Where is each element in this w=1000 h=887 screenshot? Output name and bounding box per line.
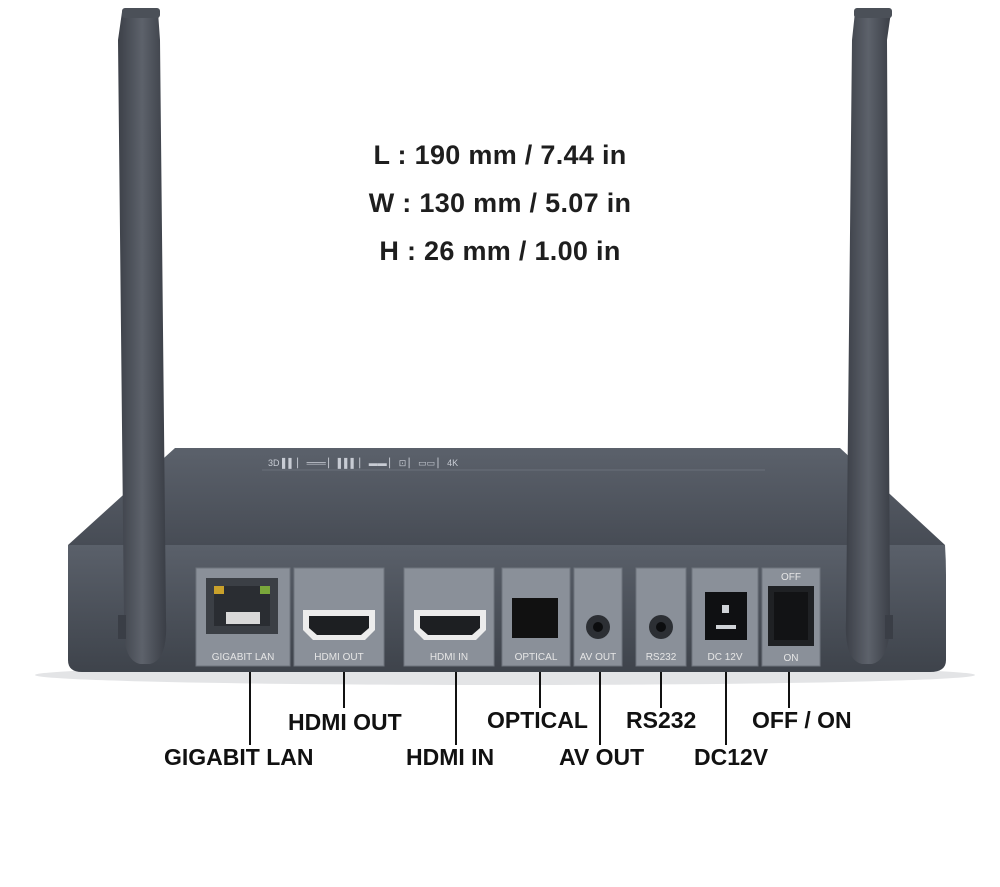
panel-label-lan: GIGABIT LAN	[212, 652, 275, 663]
dimension-height: H : 26 mm / 1.00 in	[379, 236, 621, 266]
callout-hdmi-out: HDMI OUT	[288, 709, 402, 735]
dc-power-port: DC 12V	[691, 567, 759, 667]
device-top-surface	[68, 448, 945, 545]
optical-port: OPTICAL	[501, 567, 571, 667]
right-antenna	[845, 8, 893, 664]
callout-hdmi-in: HDMI IN	[406, 744, 495, 770]
callout-av-out: AV OUT	[559, 744, 645, 770]
callout-dc12v: DC12V	[694, 744, 769, 770]
left-antenna	[118, 8, 167, 664]
panel-label-av-out: AV OUT	[580, 652, 616, 663]
dimension-width: W : 130 mm / 5.07 in	[368, 188, 632, 218]
av-out-port: AV OUT	[573, 567, 623, 667]
dimension-length: L : 190 mm / 7.44 in	[373, 140, 627, 170]
svg-text:3D ▌▌ ▏ ═══ ▏ ▌▌▌ ▏ ▬▬ ▏ ⊡ ▏: 3D ▌▌ ▏ ═══ ▏ ▌▌▌ ▏ ▬▬ ▏ ⊡ ▏ ▭▭ ▏ 4K	[268, 457, 458, 469]
gigabit-lan-port: GIGABIT LAN	[195, 567, 291, 667]
panel-label-on: ON	[784, 653, 799, 664]
callout-rs232: RS232	[626, 707, 697, 733]
panel-label-dc: DC 12V	[707, 652, 742, 663]
panel-label-hdmi-in: HDMI IN	[430, 652, 468, 663]
panel-label-hdmi-out: HDMI OUT	[314, 652, 363, 663]
callout-off-on: OFF / ON	[752, 707, 852, 733]
power-switch: OFF ON	[761, 567, 821, 667]
callout-optical: OPTICAL	[487, 707, 588, 733]
rs232-port: RS232	[635, 567, 687, 667]
top-feature-strip: 3D ▌▌ ▏ ═══ ▏ ▌▌▌ ▏ ▬▬ ▏ ⊡ ▏ ▭▭ ▏ 4K	[262, 457, 765, 471]
panel-label-optical: OPTICAL	[515, 652, 558, 663]
callout-gigabit-lan: GIGABIT LAN	[164, 744, 314, 770]
panel-label-rs232: RS232	[646, 652, 677, 663]
hdmi-in-port: HDMI IN	[403, 567, 495, 667]
panel-label-off: OFF	[781, 572, 801, 583]
callout-lines	[249, 672, 790, 745]
hdmi-out-port: HDMI OUT	[293, 567, 385, 667]
